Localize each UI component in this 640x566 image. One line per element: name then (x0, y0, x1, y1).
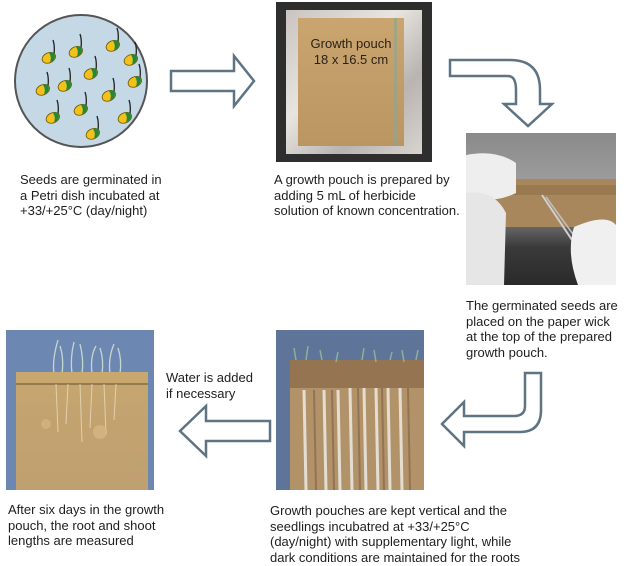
arrow-right-icon (169, 52, 256, 110)
pouch-paper (16, 372, 148, 490)
arrow-left-icon (178, 403, 272, 459)
step-5-caption: After six days in the growth pouch, the … (8, 502, 165, 548)
pouch-wick-stripe (394, 18, 397, 146)
vertical-pouches-photo (276, 330, 424, 490)
arrow-4-label: Water is added if necessary (166, 370, 253, 401)
step-4-caption: Growth pouches are kept vertical and the… (270, 503, 521, 565)
pouch-size-label: Growth pouch 18 x 16.5 cm (310, 36, 392, 67)
measured-seedlings-photo (6, 330, 154, 490)
pouch-paper (298, 18, 404, 146)
arrow-bend-left-icon (440, 371, 543, 450)
step-2-caption: A growth pouch is prepared by adding 5 m… (274, 172, 460, 218)
petri-dish-illustration (14, 14, 148, 148)
step-3-caption: The germinated seeds are placed on the p… (466, 298, 618, 360)
hands-placing-seeds-photo (466, 133, 616, 285)
growth-pouch-photo: Growth pouch 18 x 16.5 cm (276, 2, 432, 162)
step-1-caption: Seeds are germinated in a Petri dish inc… (20, 172, 162, 218)
arrow-bend-down-icon (448, 58, 556, 128)
